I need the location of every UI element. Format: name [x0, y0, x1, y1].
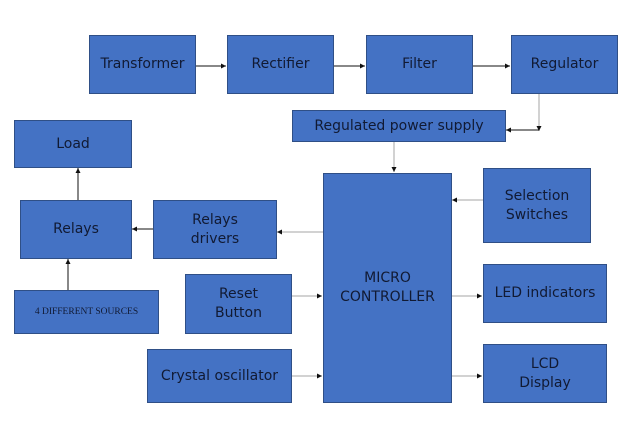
reset-button-label: Reset Button — [215, 286, 262, 321]
crystal-oscillator-block: Crystal oscillator — [147, 349, 292, 403]
selection-switches-label: Selection Switches — [504, 187, 570, 223]
lcd-display-label: LCD Display — [519, 355, 571, 391]
filter-label: Filter — [402, 56, 437, 72]
filter-block: Filter — [366, 35, 473, 94]
four-sources-label: 4 DIFFERENT SOURCES — [34, 306, 139, 317]
transformer-block: Transformer — [89, 35, 196, 94]
regulated-power-supply-block: Regulated power supply — [292, 110, 506, 142]
selection-switches-block: Selection Switches — [483, 168, 591, 243]
relays-block: Relays — [20, 200, 132, 259]
led-indicators-block: LED indicators — [483, 264, 607, 323]
crystal-oscillator-label: Crystal oscillator — [160, 367, 279, 384]
rectifier-block: Rectifier — [227, 35, 334, 94]
load-block: Load — [14, 120, 132, 168]
rectifier-label: Rectifier — [251, 56, 310, 72]
microcontroller-label: MICRO CONTROLLER — [340, 270, 435, 305]
relays-label: Relays — [53, 221, 99, 237]
lcd-display-block: LCD Display — [483, 344, 607, 403]
four-sources-block: 4 DIFFERENT SOURCES — [14, 290, 159, 334]
load-label: Load — [56, 135, 90, 152]
regulated-power-supply-label: Regulated power supply — [314, 117, 484, 134]
regulator-block: Regulator — [511, 35, 618, 94]
reset-button-block: Reset Button — [185, 274, 292, 334]
microcontroller-block: MICRO CONTROLLER — [323, 173, 452, 403]
led-indicators-label: LED indicators — [494, 285, 596, 301]
transformer-label: Transformer — [100, 56, 185, 72]
relays-drivers-label: Relays drivers — [190, 211, 240, 247]
relays-drivers-block: Relays drivers — [153, 200, 277, 259]
regulator-label: Regulator — [530, 56, 599, 72]
